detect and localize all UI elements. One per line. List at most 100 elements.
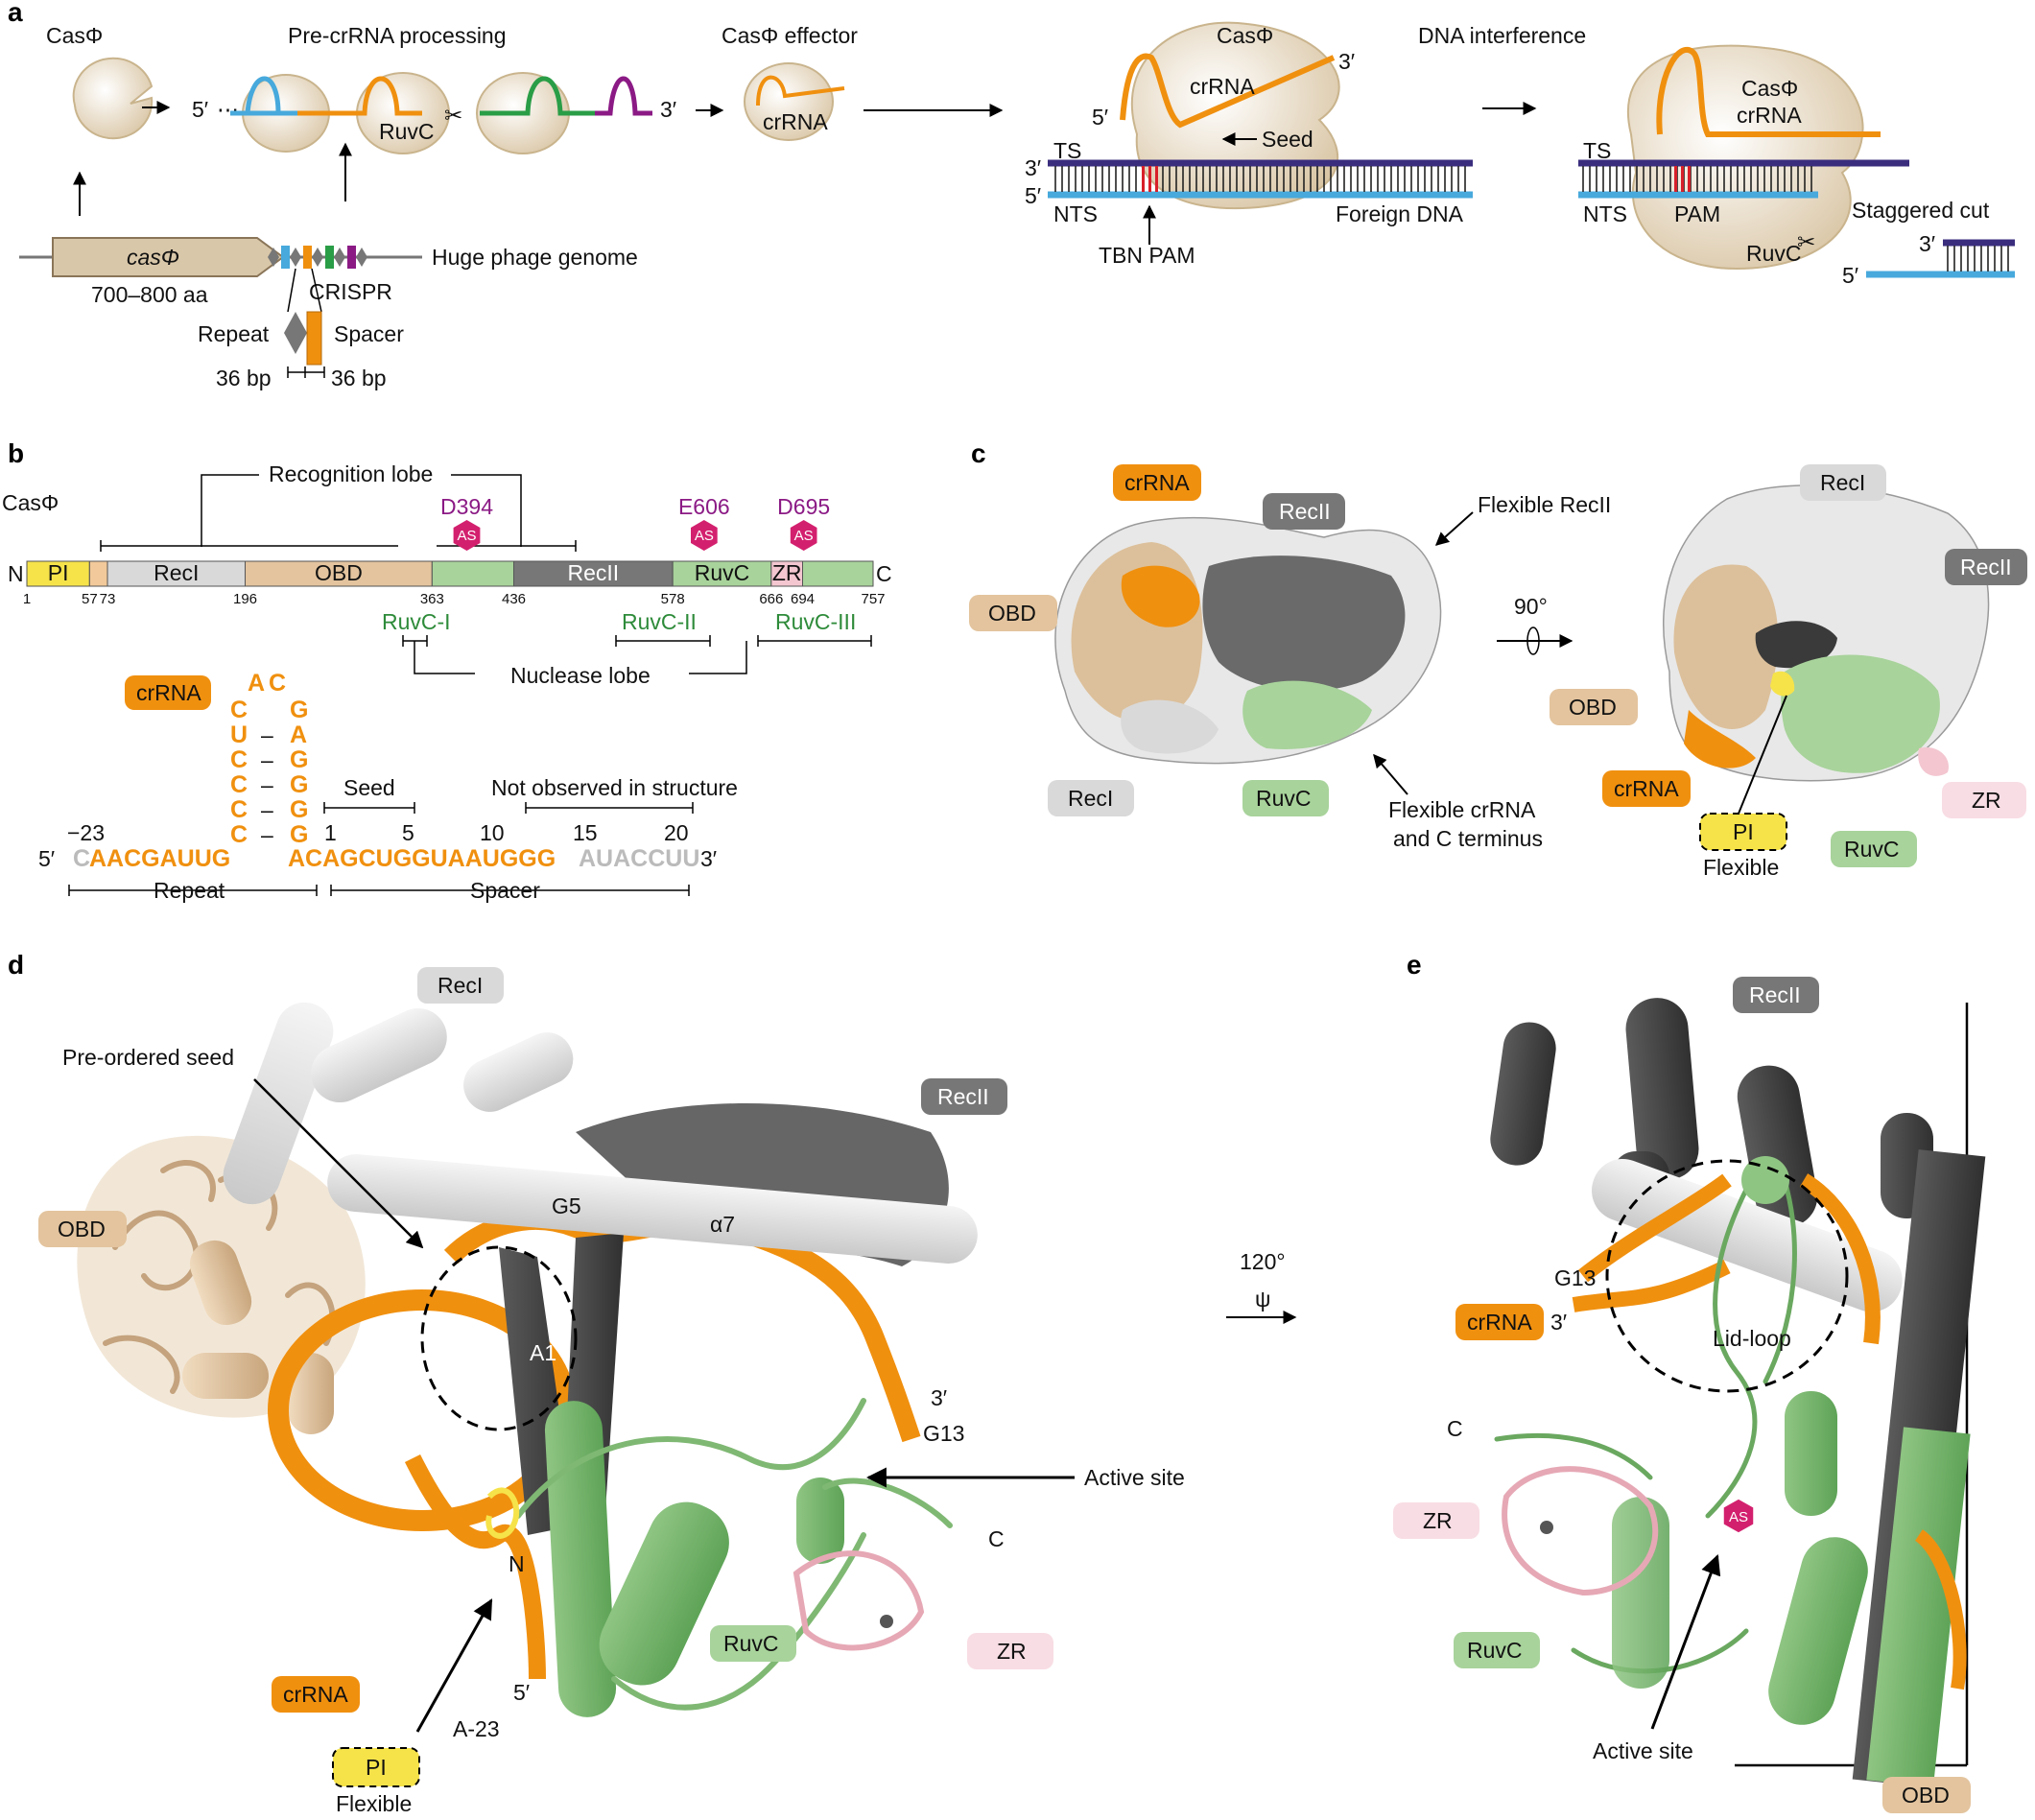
domain-segment xyxy=(106,560,246,587)
svg-text:RecII: RecII xyxy=(1279,499,1331,524)
stem-base: C xyxy=(230,796,248,823)
not-observed-label: Not observed in structure xyxy=(491,775,738,800)
cut-three: 3′ xyxy=(1919,231,1935,256)
gene-label: casΦ xyxy=(127,245,179,270)
int-crrna-2 xyxy=(1656,46,1881,137)
stem-base: G xyxy=(290,821,308,848)
domain-segment xyxy=(88,560,108,587)
int-casphi: CasΦ xyxy=(1217,23,1273,48)
svg-text:RuvC: RuvC xyxy=(1467,1638,1523,1663)
d-deg: 120° xyxy=(1240,1249,1286,1274)
e-crrna-badge: crRNA xyxy=(1455,1304,1544,1340)
svg-text:ZR: ZR xyxy=(1972,788,2001,813)
svg-text:RuvC: RuvC xyxy=(1844,837,1900,862)
int2-casphi: CasΦ xyxy=(1741,76,1798,101)
effector-crrna-label: crRNA xyxy=(763,109,828,134)
tick-label: 73 xyxy=(100,591,116,607)
svg-text:RecII: RecII xyxy=(937,1084,989,1109)
interference-cas-2 xyxy=(1626,44,1864,271)
domain-segment xyxy=(770,560,803,587)
stem-base: C xyxy=(230,821,248,848)
svg-text:RecI: RecI xyxy=(1820,470,1865,495)
apo-cas-protein xyxy=(72,57,154,140)
stem-base: G xyxy=(290,697,308,723)
e-active-site: Active site xyxy=(1593,1738,1693,1763)
pair-dash: – xyxy=(261,822,273,847)
d-three: 3′ xyxy=(931,1385,947,1410)
spacer-bracket-label: Spacer xyxy=(470,878,540,903)
svg-text:ZR: ZR xyxy=(1423,1508,1453,1533)
c-pi-pointer xyxy=(1738,695,1787,815)
as-label: AS xyxy=(457,528,476,544)
svg-text:RecII: RecII xyxy=(1960,555,2012,579)
seq-three: 3′ xyxy=(700,846,717,871)
c-reci-badge: RecI xyxy=(1048,780,1134,816)
as-hexagon xyxy=(790,520,817,551)
int2-pam: PAM xyxy=(1674,201,1720,226)
c-crrna-badge: crRNA xyxy=(1113,464,1201,501)
e-zr-badge: ZR xyxy=(1393,1502,1479,1539)
tick-label: 757 xyxy=(861,591,885,607)
c-deg: 90° xyxy=(1514,594,1548,619)
tick-label: 666 xyxy=(759,591,783,607)
c-crrna-badge-2: crRNA xyxy=(1602,770,1691,807)
seq-repeat: AACGAUUG xyxy=(89,845,230,872)
int-ts-label: TS xyxy=(1053,138,1081,163)
d-n: N xyxy=(509,1551,525,1576)
c-recii-badge-2: RecII xyxy=(1945,549,2027,585)
svg-text:RuvC: RuvC xyxy=(723,1631,779,1656)
pre-repeat-blue xyxy=(245,76,281,114)
cryo-em-map-right xyxy=(1663,485,1990,782)
domain-label: PI xyxy=(48,560,69,585)
recog-bracket-top xyxy=(201,474,522,547)
repeat-spacer-brackets xyxy=(68,885,690,896)
crispr-label: CRISPR xyxy=(309,279,392,304)
dna-base-pairs-1 xyxy=(1054,166,1466,192)
d-obd-badge: OBD xyxy=(38,1211,127,1247)
pair-dash: – xyxy=(261,747,273,772)
mutant-label: D695 xyxy=(777,494,830,519)
b-crrna-badge: crRNA xyxy=(125,675,211,710)
pos-10: 10 xyxy=(480,820,505,845)
e-c: C xyxy=(1447,1416,1463,1441)
panel-label-c: c xyxy=(971,438,986,468)
bp2-label: 36 bp xyxy=(331,366,387,390)
e-three: 3′ xyxy=(1550,1310,1567,1335)
as-hexagon xyxy=(453,520,481,551)
d-pi-badge: PI xyxy=(332,1747,420,1787)
d-structure xyxy=(77,1002,978,1717)
b-casphi: CasΦ xyxy=(2,490,59,515)
svg-text:OBD: OBD xyxy=(988,601,1036,626)
as-hexagon xyxy=(691,520,718,551)
aa-label: 700–800 aa xyxy=(91,282,208,307)
e-lid-dashed-circle xyxy=(1605,1159,1849,1393)
casphi-gene xyxy=(52,237,285,277)
pos-15: 15 xyxy=(573,820,598,845)
domain-segment xyxy=(672,560,772,587)
c-ruvc-badge: RuvC xyxy=(1242,780,1329,816)
d-ruvc-badge: RuvC xyxy=(710,1625,796,1662)
bp1-label: 36 bp xyxy=(216,366,272,390)
c-flex-recii-arrow xyxy=(1434,511,1474,546)
d-preseed-label: Pre-ordered seed xyxy=(62,1045,234,1070)
pre-repeat-orange xyxy=(297,76,422,116)
repeat-bracket-label: Repeat xyxy=(154,878,225,903)
e-as-hexagon: AS xyxy=(1722,1498,1755,1534)
int-five: 5′ xyxy=(1092,105,1108,130)
stem-base: A xyxy=(290,721,307,748)
nuclease-lobe-label: Nuclease lobe xyxy=(510,663,651,688)
domain-label: RecI xyxy=(154,560,199,585)
svg-text:crRNA: crRNA xyxy=(1124,470,1190,495)
d-recii-badge: RecII xyxy=(921,1078,1007,1115)
as-label: AS xyxy=(695,528,714,544)
stem-base: C xyxy=(230,697,248,723)
pam-2 xyxy=(1674,166,1691,192)
int2-ts: TS xyxy=(1583,138,1611,163)
pair-dash: – xyxy=(261,797,273,822)
panel-label-a: a xyxy=(8,0,23,27)
int-nts-five: 5′ xyxy=(1025,183,1041,208)
seed-bracket-label: Seed xyxy=(343,775,395,800)
pair-dash: – xyxy=(261,722,273,747)
